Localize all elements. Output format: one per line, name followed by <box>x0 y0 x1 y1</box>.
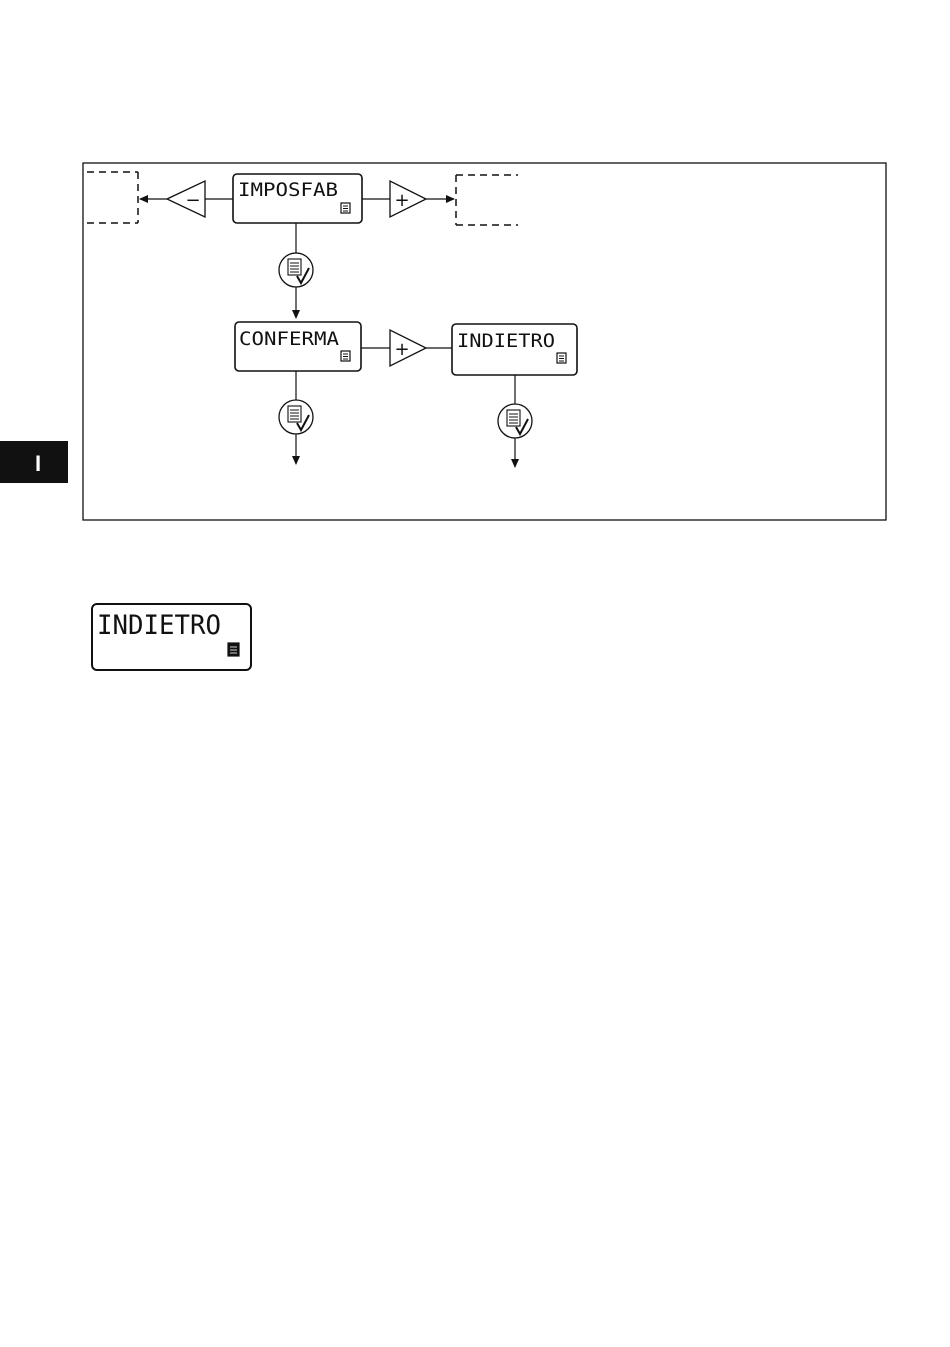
plus-symbol: + <box>394 190 409 211</box>
lcd-text: INDIETRO <box>97 610 221 641</box>
minus-button-icon[interactable]: − <box>167 181 205 217</box>
standalone-lcd-display: INDIETRO <box>92 604 251 670</box>
lcd-screen-indietro: INDIETRO <box>452 324 577 375</box>
plus-symbol: + <box>394 339 409 360</box>
menu-indicator-icon <box>341 203 350 213</box>
plus-button-icon[interactable]: + <box>390 330 426 366</box>
lcd-text: CONFERMA <box>239 328 340 350</box>
confirm-menu-icon[interactable] <box>498 404 532 438</box>
minus-symbol: − <box>185 190 200 211</box>
confirm-menu-icon[interactable] <box>279 253 313 287</box>
lcd-text: IMPOSFAB <box>238 179 338 201</box>
confirm-menu-icon[interactable] <box>279 400 313 434</box>
side-tab-label: I <box>35 451 41 476</box>
lcd-screen-imposfab: IMPOSFAB <box>233 174 362 223</box>
menu-indicator-icon <box>228 643 239 656</box>
menu-indicator-icon <box>557 353 566 363</box>
left-placeholder-screen <box>87 172 138 223</box>
menu-indicator-icon <box>341 351 350 361</box>
side-language-tab: I <box>0 441 68 483</box>
plus-button-icon[interactable]: + <box>390 181 426 217</box>
right-placeholder-screen <box>456 175 518 225</box>
lcd-screen-conferma: CONFERMA <box>235 322 361 371</box>
lcd-text: INDIETRO <box>457 330 555 352</box>
